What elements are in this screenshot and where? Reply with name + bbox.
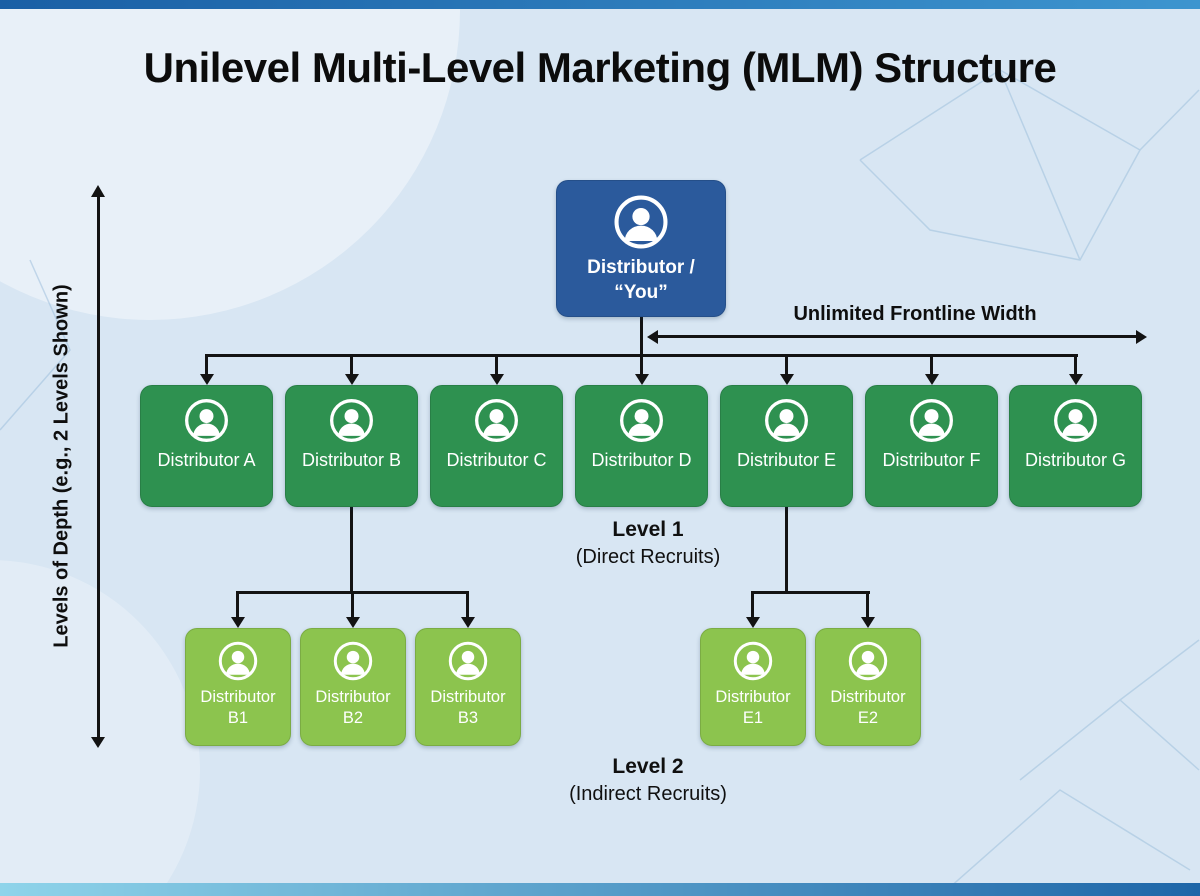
- person-icon: [473, 397, 520, 444]
- connector-drop: [751, 591, 754, 619]
- connector-e-stub: [785, 507, 788, 593]
- connector-drop: [495, 354, 498, 376]
- person-icon: [732, 640, 774, 682]
- connector-b-stub: [350, 507, 353, 593]
- connector-arrowhead: [1069, 374, 1083, 385]
- connector-arrowhead: [345, 374, 359, 385]
- connector-drop: [930, 354, 933, 376]
- node-label: Distributor E1: [715, 688, 791, 727]
- node-label: Distributor F: [882, 450, 981, 470]
- frontline-width-label: Unlimited Frontline Width: [793, 303, 1037, 325]
- connector-drop: [785, 354, 788, 376]
- connector-arrowhead: [231, 617, 245, 628]
- distributor-a-node: Distributor A: [140, 385, 273, 507]
- node-label: Distributor B2: [315, 688, 391, 727]
- depth-axis-label: Levels of Depth (e.g., 2 Levels Shown): [50, 284, 73, 648]
- node-label: Distributor B1: [200, 688, 276, 727]
- frontline-arrowhead-right: [1136, 330, 1147, 344]
- connector-arrowhead: [461, 617, 475, 628]
- person-icon: [908, 397, 955, 444]
- node-label: Distributor A: [157, 450, 256, 470]
- person-icon: [332, 640, 374, 682]
- connector-drop: [350, 354, 353, 376]
- connector-drop: [205, 354, 208, 376]
- depth-axis-arrowhead-down: [91, 737, 105, 748]
- person-icon: [217, 640, 259, 682]
- top-accent-bar: [0, 0, 1200, 9]
- connector-arrowhead: [925, 374, 939, 385]
- node-label: Distributor D: [591, 450, 692, 470]
- connector-drop: [866, 591, 869, 619]
- level2-subcaption: (Indirect Recruits): [569, 783, 727, 805]
- connector-arrowhead: [861, 617, 875, 628]
- root-distributor-node: Distributor / “You”: [556, 180, 726, 317]
- background-blob: [0, 560, 200, 896]
- bottom-accent-bar: [0, 883, 1200, 896]
- node-label: Distributor E: [736, 450, 837, 470]
- person-icon: [328, 397, 375, 444]
- distributor-b-node: Distributor B: [285, 385, 418, 507]
- connector-root-stub: [640, 316, 643, 356]
- connector-drop: [466, 591, 469, 619]
- level2-caption: Level 2: [612, 755, 684, 778]
- connector-arrowhead: [780, 374, 794, 385]
- level1-subcaption: (Direct Recruits): [575, 546, 721, 568]
- person-icon: [1052, 397, 1099, 444]
- depth-axis-line: [97, 197, 100, 737]
- node-label: Distributor E2: [830, 688, 906, 727]
- distributor-b1-node: Distributor B1: [185, 628, 291, 746]
- node-label: Distributor B: [301, 450, 402, 470]
- distributor-g-node: Distributor G: [1009, 385, 1142, 507]
- depth-axis-arrowhead-up: [91, 185, 105, 197]
- distributor-e2-node: Distributor E2: [815, 628, 921, 746]
- connector-arrowhead: [200, 374, 214, 385]
- connector-arrowhead: [746, 617, 760, 628]
- distributor-b3-node: Distributor B3: [415, 628, 521, 746]
- person-icon: [763, 397, 810, 444]
- connector-drop: [236, 591, 239, 619]
- page-title: Unilevel Multi-Level Marketing (MLM) Str…: [143, 44, 1057, 91]
- frontline-width-line: [658, 335, 1136, 338]
- person-icon: [447, 640, 489, 682]
- distributor-d-node: Distributor D: [575, 385, 708, 507]
- distributor-b2-node: Distributor B2: [300, 628, 406, 746]
- level1-caption: Level 1: [612, 518, 684, 541]
- person-icon: [618, 397, 665, 444]
- node-label: Distributor / “You”: [587, 257, 695, 303]
- distributor-c-node: Distributor C: [430, 385, 563, 507]
- connector-arrowhead: [635, 374, 649, 385]
- person-icon: [847, 640, 889, 682]
- distributor-e1-node: Distributor E1: [700, 628, 806, 746]
- node-label: Distributor B3: [430, 688, 506, 727]
- distributor-e-node: Distributor E: [720, 385, 853, 507]
- connector-drop: [640, 354, 643, 376]
- node-label: Distributor G: [1024, 450, 1127, 470]
- person-icon: [183, 397, 230, 444]
- connector-drop: [1074, 354, 1077, 376]
- connector-arrowhead: [346, 617, 360, 628]
- frontline-arrowhead-left: [647, 330, 658, 344]
- distributor-f-node: Distributor F: [865, 385, 998, 507]
- person-icon: [612, 193, 670, 251]
- connector-drop: [351, 591, 354, 619]
- connector-arrowhead: [490, 374, 504, 385]
- node-label: Distributor C: [446, 450, 547, 470]
- connector-e-bus: [751, 591, 870, 594]
